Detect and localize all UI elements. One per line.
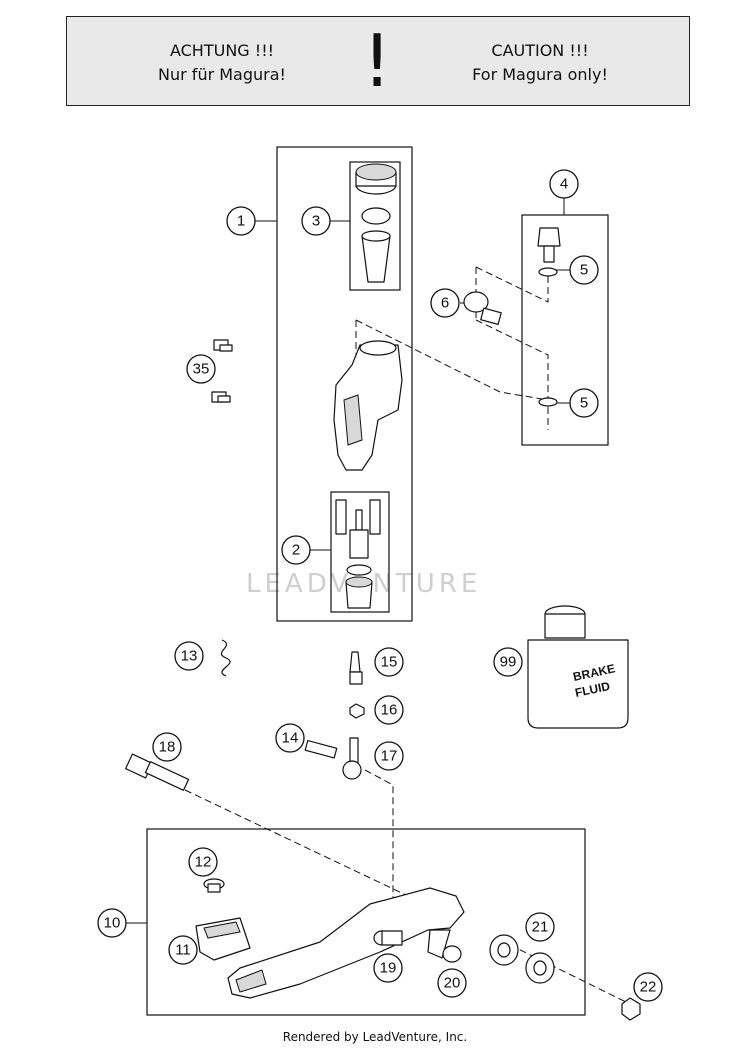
- bearings: [489, 934, 555, 984]
- pedal-tip: [195, 917, 251, 961]
- svg-text:14: 14: [282, 730, 299, 747]
- callout-4: 4: [549, 169, 579, 199]
- callout-5-upper: 5: [569, 255, 599, 285]
- callout-14: 14: [275, 723, 305, 753]
- bolts-35: [211, 339, 233, 403]
- svg-text:18: 18: [159, 739, 176, 756]
- reservoir-cap: [355, 163, 397, 283]
- banjo-fitting: [463, 291, 502, 325]
- svg-text:5: 5: [580, 262, 588, 279]
- svg-text:12: 12: [195, 854, 212, 871]
- callout-6: 6: [430, 288, 460, 318]
- svg-text:20: 20: [444, 975, 461, 992]
- svg-text:4: 4: [560, 176, 568, 193]
- callout-5-lower: 5: [569, 388, 599, 418]
- callout-99: 99: [493, 647, 523, 677]
- caution-german-title: ACHTUNG !!!: [169, 41, 275, 60]
- caution-german: ACHTUNG !!! Nur für Magura!: [107, 39, 337, 87]
- brake-pedal: [227, 887, 465, 999]
- callout-19: 19: [373, 953, 403, 983]
- callout-22: 22: [633, 972, 663, 1002]
- svg-text:3: 3: [312, 213, 320, 230]
- washer: [442, 945, 462, 963]
- callout-16: 16: [374, 695, 404, 725]
- caution-english-text: For Magura only!: [472, 65, 608, 84]
- callout-1: 1: [226, 206, 256, 236]
- callout-18: 18: [152, 732, 182, 762]
- svg-text:99: 99: [500, 654, 517, 671]
- callout-15: 15: [374, 647, 404, 677]
- callout-11: 11: [168, 935, 198, 965]
- callout-35: 35: [186, 354, 216, 384]
- svg-text:19: 19: [380, 960, 397, 977]
- callout-10: 10: [97, 908, 127, 938]
- svg-text:35: 35: [193, 361, 210, 378]
- svg-text:16: 16: [381, 702, 398, 719]
- caution-banner: ACHTUNG !!! Nur für Magura! ! CAUTION !!…: [66, 16, 690, 106]
- svg-text:11: 11: [175, 942, 191, 959]
- pushrod-fitting: [304, 737, 362, 780]
- pedal-pin: [125, 753, 190, 791]
- svg-text:10: 10: [104, 915, 121, 932]
- piston-kit: [335, 499, 381, 609]
- svg-text:21: 21: [532, 919, 549, 936]
- master-cylinder-body: [333, 340, 403, 471]
- svg-text:5: 5: [580, 395, 588, 412]
- caution-english-title: CAUTION !!!: [491, 41, 589, 60]
- pedal-bushing: [373, 930, 403, 946]
- svg-text:6: 6: [441, 295, 449, 312]
- brake-fluid-bottle: BRAKE FLUID: [527, 605, 629, 729]
- svg-text:2: 2: [292, 542, 300, 559]
- callout-20: 20: [437, 968, 467, 998]
- svg-text:1: 1: [237, 213, 245, 230]
- callout-2: 2: [281, 535, 311, 565]
- svg-text:22: 22: [640, 979, 657, 996]
- callout-13: 13: [174, 641, 204, 671]
- svg-text:17: 17: [381, 748, 398, 765]
- master-cylinder-frame: [276, 146, 413, 622]
- banjo-bolt-frame: [521, 214, 609, 446]
- reservoir-frame: [349, 161, 401, 291]
- nut: [349, 703, 365, 719]
- caution-english: CAUTION !!! For Magura only!: [425, 39, 655, 87]
- footer-credit: Rendered by LeadVenture, Inc.: [282, 1030, 468, 1044]
- svg-text:13: 13: [181, 648, 198, 665]
- pedal-bolt: [621, 997, 641, 1021]
- banjo-bolt: [537, 227, 561, 407]
- piston-kit-frame: [330, 491, 390, 613]
- brake-pedal-frame: [146, 828, 586, 1016]
- exclamation-icon: !: [362, 19, 392, 103]
- bleed-valve: [349, 651, 363, 685]
- callout-3: 3: [301, 206, 331, 236]
- pedal-tip-bolts: [203, 878, 225, 893]
- spring: [220, 639, 231, 677]
- callout-12: 12: [188, 847, 218, 877]
- svg-text:15: 15: [381, 654, 398, 671]
- callout-21: 21: [525, 912, 555, 942]
- caution-german-text: Nur für Magura!: [158, 65, 286, 84]
- callout-17: 17: [374, 741, 404, 771]
